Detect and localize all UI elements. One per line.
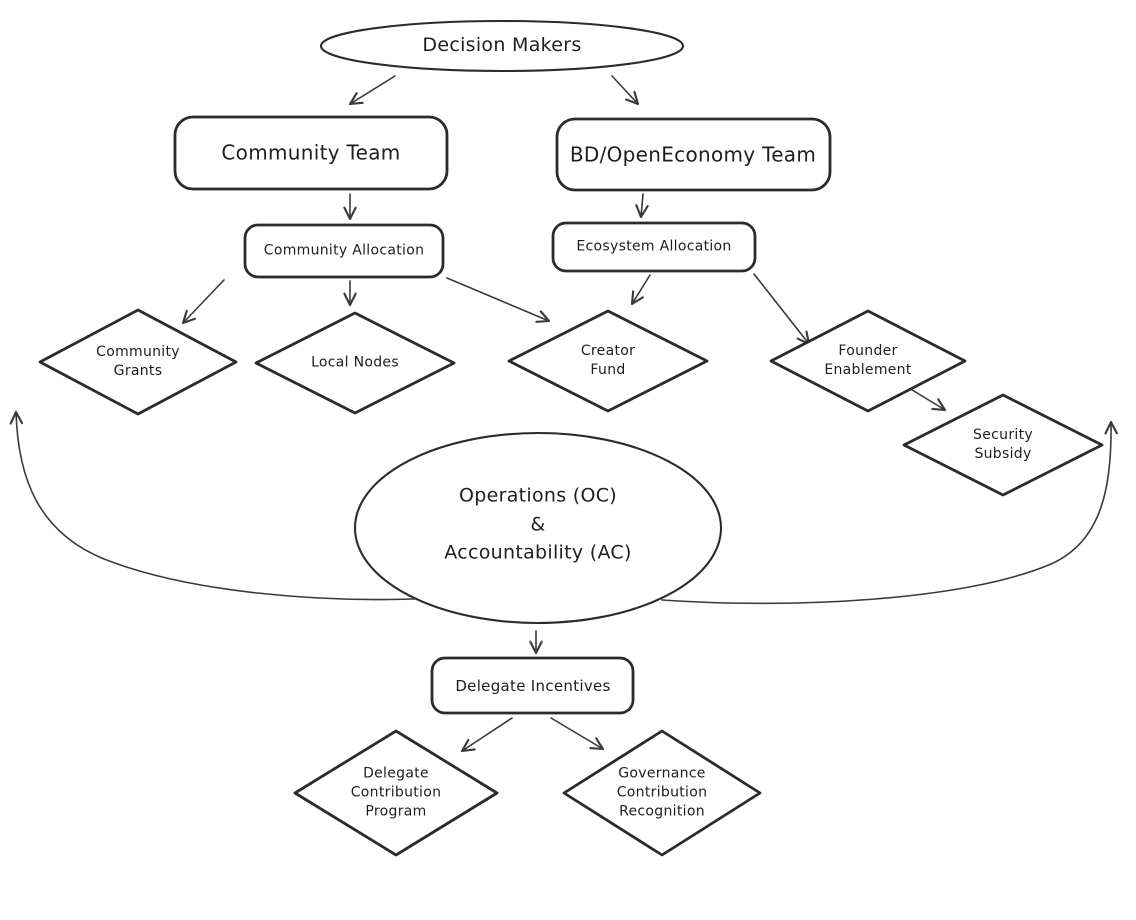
node-operations-accountability-shape [353,431,723,625]
edge-bd-openeconomy-team-to-ecosystem-allocation [635,193,649,219]
edges-group [9,75,1118,753]
node-decision-makers-shape [319,19,685,73]
edge-operations-feedback-right [661,420,1118,605]
node-delegate-incentives-shape [430,656,635,715]
edge-operations-feedback-left [9,410,415,601]
label-ecosystem-allocation: Ecosystem Allocation [576,238,732,255]
edge-ecosystem-allocation-to-creator-fund [630,274,651,306]
label-operations-accountability: Operations (OC) & Accountability (AC) [444,484,632,564]
label-community-grants: Community Grants [96,344,180,379]
edge-delegate-incentives-to-governance-contribution-recognition [550,717,605,751]
label-delegate-incentives: Delegate Incentives [455,676,611,695]
node-local-nodes-shape [254,311,456,415]
node-delegate-contribution-program-shape [293,729,499,857]
label-local-nodes: Local Nodes [311,354,399,371]
node-community-team-shape [173,115,449,191]
label-delegate-contribution-program: Delegate Contribution Program [350,765,442,820]
node-bd-openeconomy-team-shape [555,117,832,192]
edge-decision-makers-to-community-team [348,75,396,106]
node-governance-contribution-recognition-shape [562,729,762,857]
label-founder-enablement: Founder Enablement [824,343,912,378]
node-community-grants-shape [38,308,238,416]
edge-community-allocation-to-creator-fund [446,277,551,323]
node-founder-enablement-shape [769,309,967,413]
label-community-team: Community Team [221,140,401,165]
node-community-allocation-shape [243,223,445,279]
label-community-allocation: Community Allocation [263,242,425,259]
label-governance-contribution-recognition: Governance Contribution Recognition [616,765,708,820]
node-ecosystem-allocation-shape [551,221,757,273]
node-creator-fund-shape [507,309,709,413]
edge-community-allocation-to-community-grants [181,279,225,325]
nodes-group [38,19,1104,857]
label-decision-makers: Decision Makers [422,34,582,57]
label-bd-openeconomy-team: BD/OpenEconomy Team [569,142,817,167]
label-creator-fund: Creator Fund [580,343,636,378]
edge-ecosystem-allocation-to-founder-enablement [753,273,811,346]
node-security-subsidy-shape [902,393,1104,497]
edge-decision-makers-to-bd-openeconomy-team [611,75,640,106]
label-security-subsidy: Security Subsidy [973,427,1033,462]
edge-delegate-incentives-to-delegate-contribution-program [460,717,513,753]
